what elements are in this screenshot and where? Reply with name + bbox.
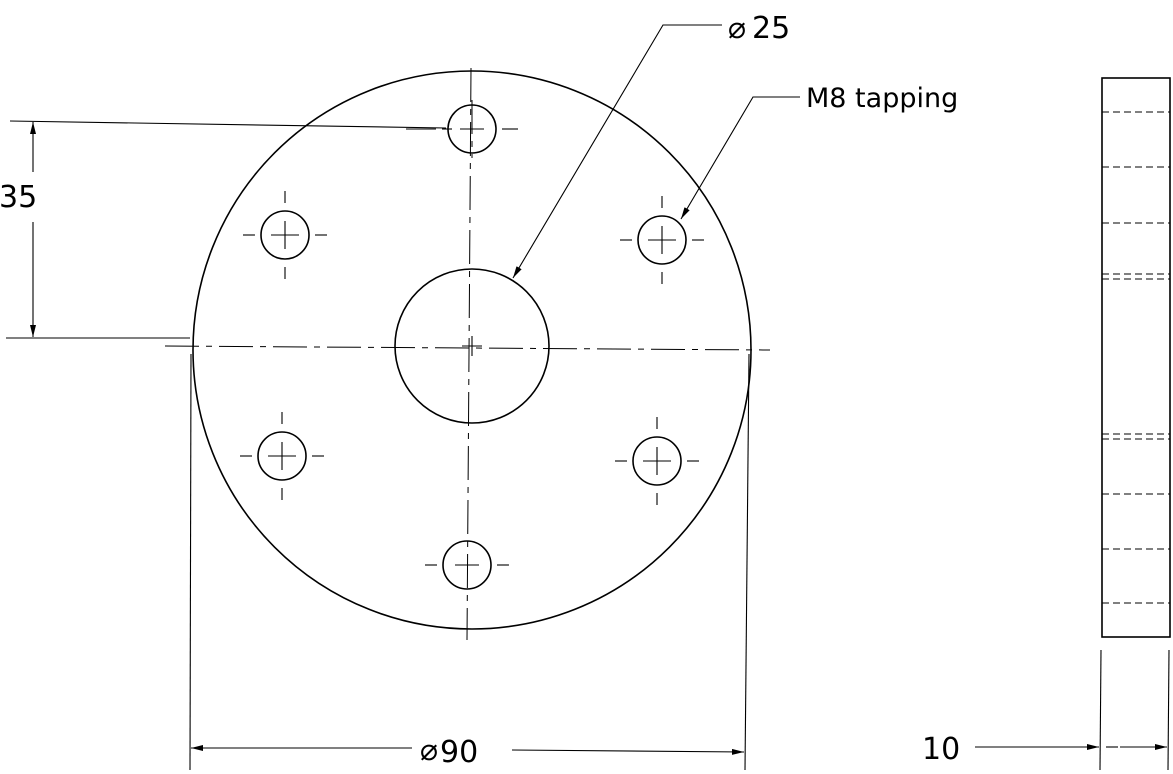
horizontal-centerline: [164, 345, 771, 351]
bolt-hole-top: [406, 100, 518, 158]
side-view-outline: [1101, 77, 1171, 638]
leader-center-bore: ⌀ 25: [512, 11, 790, 279]
dimension-25-label: 25: [752, 11, 790, 46]
bolt-hole-upper-right: [620, 196, 704, 284]
bolt-hole-lower-left: [240, 412, 324, 500]
vertical-centerline: [466, 67, 472, 641]
side-view: [1101, 77, 1171, 638]
front-view: [164, 67, 771, 641]
dimension-10-label: 10: [922, 732, 960, 767]
m8-tapping-label: M8 tapping: [806, 83, 958, 114]
dimension-outer-diameter: ⌀ 90: [189, 353, 750, 771]
dimension-25-symbol: ⌀: [728, 11, 746, 46]
center-bore-circle: [394, 268, 550, 424]
dimension-35-label: 35: [0, 180, 37, 215]
dimension-hole-spacing: 35: [0, 120, 447, 339]
dimension-90-label: 90: [440, 735, 478, 770]
bolt-hole-upper-left: [243, 191, 327, 279]
bolt-hole-lower-right: [615, 417, 699, 505]
bolt-hole-bottom: [425, 540, 509, 590]
dimension-90-symbol: ⌀: [420, 733, 438, 768]
leader-m8-tapping: M8 tapping: [680, 83, 958, 220]
dimension-thickness: 10: [922, 649, 1170, 771]
